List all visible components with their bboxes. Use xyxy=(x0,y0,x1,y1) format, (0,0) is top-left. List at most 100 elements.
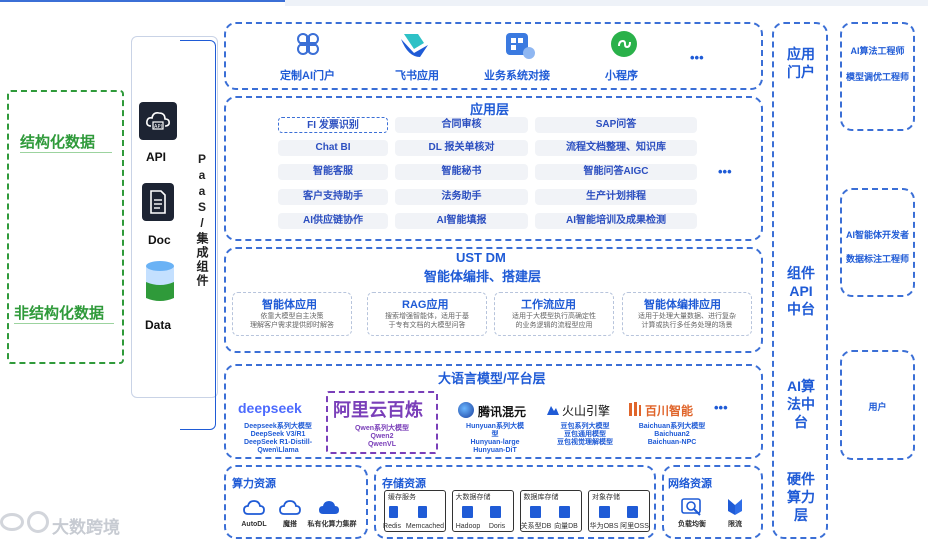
cloud-icon xyxy=(318,499,340,517)
storage-title: 存储资源 xyxy=(382,478,426,490)
storage-icon xyxy=(627,506,638,518)
highlight-box xyxy=(326,391,438,454)
agent-card-desc: 适用于大模型执行高确定性 xyxy=(512,313,596,320)
portal-more-icon: ••• xyxy=(690,50,704,65)
app-item: 智能客服 xyxy=(278,164,388,180)
storage-group xyxy=(452,490,514,532)
model-line: Qwen2 xyxy=(370,433,394,440)
app-item: 智能秘书 xyxy=(395,164,528,180)
watermark-text: 大数跨境 xyxy=(52,518,120,537)
app-item: 流程文档整理、知识库 xyxy=(535,140,697,156)
paas-bracket xyxy=(180,40,216,430)
agent-card-desc: 适用于处理大量数据、进行复杂 xyxy=(638,313,736,320)
storage-item: Hadoop xyxy=(455,523,481,530)
source-label-doc: Doc xyxy=(148,233,171,247)
storage-group xyxy=(588,490,650,532)
throttle-icon xyxy=(725,497,745,517)
clover-icon xyxy=(292,29,324,59)
agent-card-desc: 于专有文档的大模型问答 xyxy=(388,322,466,329)
model-line: 豆包通用模型 xyxy=(564,431,606,438)
miniprogram-icon xyxy=(609,29,639,59)
agent-card xyxy=(232,292,352,336)
role-label: 模型调优工程师 xyxy=(845,72,909,82)
paas-label: PaaS/集成组件 xyxy=(195,152,209,288)
baichuan-logo: 百川智能 xyxy=(645,404,694,418)
network-title: 网络资源 xyxy=(668,478,712,490)
model-line: Baichuan2 xyxy=(654,431,690,438)
app-item: AI供应链协作 xyxy=(278,213,388,229)
storage-item: Doris xyxy=(488,523,506,530)
top-bar xyxy=(285,0,928,6)
load-balance-icon xyxy=(681,498,703,518)
app-item: FI 发票识别 xyxy=(278,117,388,133)
compute-panel xyxy=(224,465,368,539)
system-icon xyxy=(503,29,537,61)
model-line: DeepSeek R1-Distill- xyxy=(243,439,313,446)
portal-row xyxy=(224,22,763,90)
storage-group-title: 大数据存储 xyxy=(455,494,491,501)
model-line: Hunyuan-large xyxy=(470,439,520,446)
app-layer-title: 应用层 xyxy=(470,102,510,117)
storage-panel xyxy=(374,465,656,539)
agent-card-desc: 计算或执行多任务处理的场景 xyxy=(641,322,733,329)
app-item: DL 报关单核对 xyxy=(395,140,528,156)
storage-item: 华为OBS xyxy=(589,523,619,530)
volcano-icon xyxy=(546,402,560,416)
feishu-icon xyxy=(398,30,432,60)
cloud-icon xyxy=(279,499,301,517)
storage-icon xyxy=(462,506,473,518)
agent-card-desc: 依靠大模型自主决策 xyxy=(260,313,324,320)
storage-item: 阿里OSS xyxy=(620,523,649,530)
compute-title: 算力资源 xyxy=(232,478,276,490)
storage-icon xyxy=(490,506,501,518)
app-item: AI智能填报 xyxy=(395,213,528,229)
model-line: Qwen系列大模型 xyxy=(354,425,410,432)
storage-group xyxy=(384,490,446,532)
app-item: AI智能培训及成果检测 xyxy=(535,213,697,229)
app-more-icon: ••• xyxy=(718,164,732,179)
watermark-icon xyxy=(0,513,24,531)
network-item: 限流 xyxy=(728,521,742,528)
agent-card-title: 智能体应用 xyxy=(262,299,317,311)
storage-item: 向量DB xyxy=(554,523,578,530)
agent-card-title: 智能体编排应用 xyxy=(644,299,721,311)
storage-group-title: 对象存储 xyxy=(592,494,620,501)
model-line: Hunyuan系列大模 xyxy=(466,423,524,430)
column-label-portal: 应用门户 xyxy=(787,46,815,80)
app-item: Chat BI xyxy=(278,140,388,156)
storage-item: 关系型DB xyxy=(520,523,552,530)
compute-item: AutoDL xyxy=(241,521,267,528)
source-label-data: Data xyxy=(145,318,172,332)
storage-group-title: 缓存服务 xyxy=(388,494,416,501)
llm-more-icon: ••• xyxy=(714,400,728,415)
hunyuan-icon xyxy=(458,402,474,418)
role-box xyxy=(840,350,915,460)
model-line: 豆包视觉理解模型 xyxy=(557,439,613,446)
divider xyxy=(20,152,112,153)
llm-layer-title: 大语言模型/平台层 xyxy=(438,371,546,386)
model-line: 型 xyxy=(491,431,499,438)
storage-item: Redis xyxy=(383,523,401,530)
model-line: Baichuan系列大模型 xyxy=(638,423,706,430)
app-item: 合同审核 xyxy=(395,117,528,133)
deepseek-logo: deepseek xyxy=(238,400,302,416)
platform-column xyxy=(772,22,828,539)
role-label: 用户 xyxy=(868,402,887,412)
agent-card-desc: 的业务逻辑的流程型应用 xyxy=(515,322,593,329)
storage-icon xyxy=(389,506,398,518)
model-line: Baichuan-NPC xyxy=(647,439,697,446)
model-line: QwenVL xyxy=(367,441,396,448)
role-label: AI智能体开发者 xyxy=(845,230,909,240)
compute-item: 魔搭 xyxy=(283,521,297,528)
agent-layer xyxy=(224,247,763,353)
column-label-ai: AI算法中台 xyxy=(787,378,815,430)
svg-text:API: API xyxy=(154,124,162,130)
watermark-icon xyxy=(27,511,49,533)
cloud-icon xyxy=(243,499,265,517)
storage-icon xyxy=(599,506,610,518)
doc-icon xyxy=(142,183,174,221)
agent-layer-title: UST DM xyxy=(456,250,506,265)
portal-label-system: 业务系统对接 xyxy=(484,70,550,82)
agent-layer-subtitle: 智能体编排、搭建层 xyxy=(424,269,542,284)
storage-icon xyxy=(530,506,541,518)
